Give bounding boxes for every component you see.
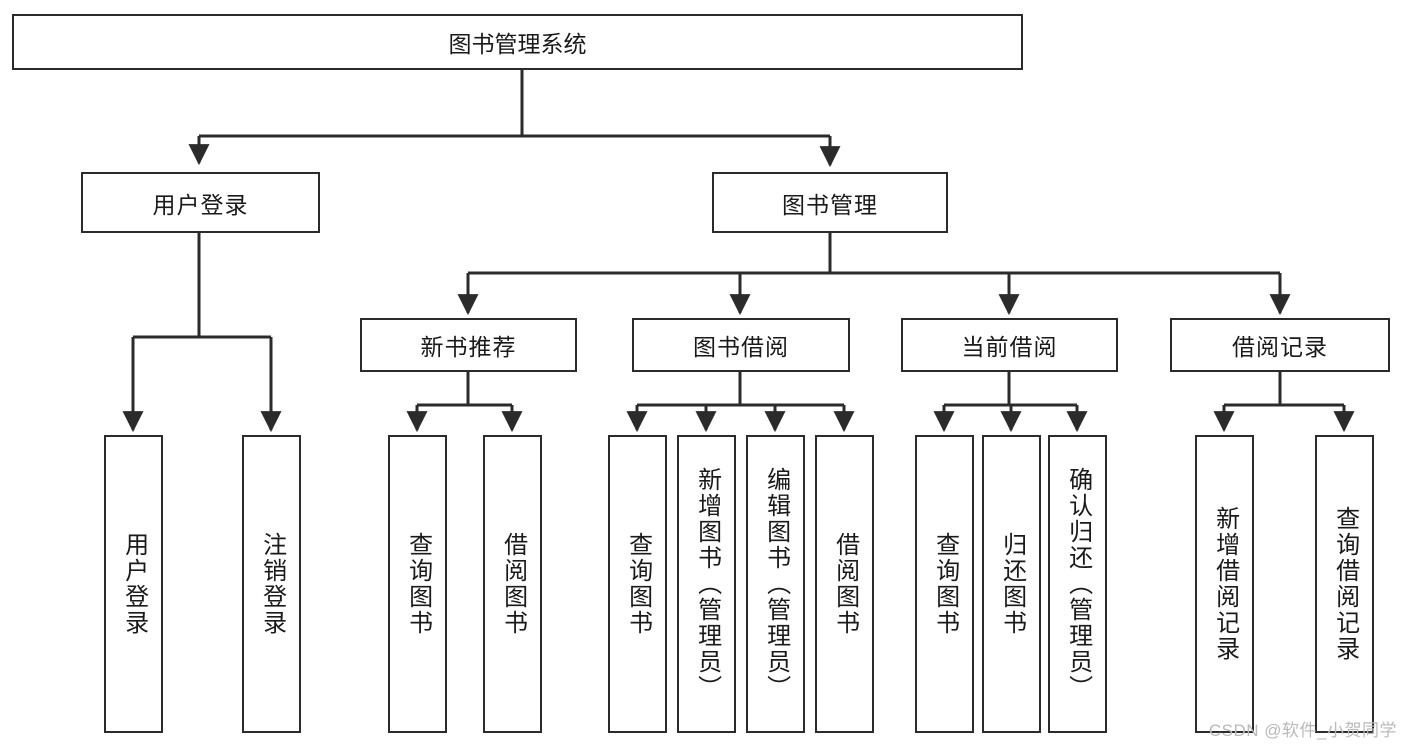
leaf-user-login[interactable]: 用户登录 [104, 435, 163, 733]
leaf-query-book-2-label: 查询图书 [624, 532, 652, 636]
leaf-edit-book[interactable]: 编辑图书（管理员） [746, 435, 805, 733]
leaf-query-record[interactable]: 查询借阅记录 [1315, 435, 1374, 733]
leaf-add-record-label: 新增借阅记录 [1211, 506, 1239, 662]
leaf-borrow-book-2-label: 借阅图书 [831, 532, 859, 636]
leaf-edit-book-label: 编辑图书（管理员） [762, 467, 790, 701]
node-new-book-rec[interactable]: 新书推荐 [360, 318, 577, 372]
leaf-query-book-3[interactable]: 查询图书 [915, 435, 974, 733]
leaf-add-record[interactable]: 新增借阅记录 [1195, 435, 1254, 733]
node-user-login-label: 用户登录 [152, 191, 249, 218]
leaf-confirm-return-label: 确认归还（管理员） [1064, 467, 1092, 701]
node-current-borrow[interactable]: 当前借阅 [901, 318, 1118, 372]
node-user-login[interactable]: 用户登录 [81, 172, 320, 233]
leaf-query-book-1[interactable]: 查询图书 [388, 435, 447, 733]
leaf-borrow-book-2[interactable]: 借阅图书 [815, 435, 874, 733]
leaf-add-book-label: 新增图书（管理员） [693, 467, 721, 701]
node-root[interactable]: 图书管理系统 [12, 14, 1023, 70]
leaf-logout-label: 注销登录 [258, 532, 286, 636]
leaf-confirm-return[interactable]: 确认归还（管理员） [1048, 435, 1107, 733]
leaf-query-book-3-label: 查询图书 [931, 532, 959, 636]
leaf-return-book[interactable]: 归还图书 [982, 435, 1041, 733]
leaf-add-book[interactable]: 新增图书（管理员） [677, 435, 736, 733]
leaf-query-book-2[interactable]: 查询图书 [608, 435, 667, 733]
node-current-borrow-label: 当前借阅 [961, 334, 1058, 360]
leaf-return-book-label: 归还图书 [998, 532, 1026, 636]
leaf-user-login-label: 用户登录 [120, 532, 148, 636]
leaf-borrow-book-1-label: 借阅图书 [499, 532, 527, 636]
node-book-manage-label: 图书管理 [782, 191, 878, 218]
node-book-borrow-label: 图书借阅 [693, 334, 789, 360]
node-new-book-rec-label: 新书推荐 [420, 334, 517, 360]
node-borrow-record-label: 借阅记录 [1232, 334, 1328, 360]
leaf-query-book-1-label: 查询图书 [404, 532, 432, 636]
node-root-label: 图书管理系统 [448, 31, 587, 57]
leaf-borrow-book-1[interactable]: 借阅图书 [483, 435, 542, 733]
node-borrow-record[interactable]: 借阅记录 [1170, 318, 1390, 372]
node-book-borrow[interactable]: 图书借阅 [632, 318, 850, 372]
node-book-manage[interactable]: 图书管理 [712, 172, 948, 233]
leaf-logout[interactable]: 注销登录 [242, 435, 301, 733]
leaf-query-record-label: 查询借阅记录 [1331, 506, 1359, 662]
